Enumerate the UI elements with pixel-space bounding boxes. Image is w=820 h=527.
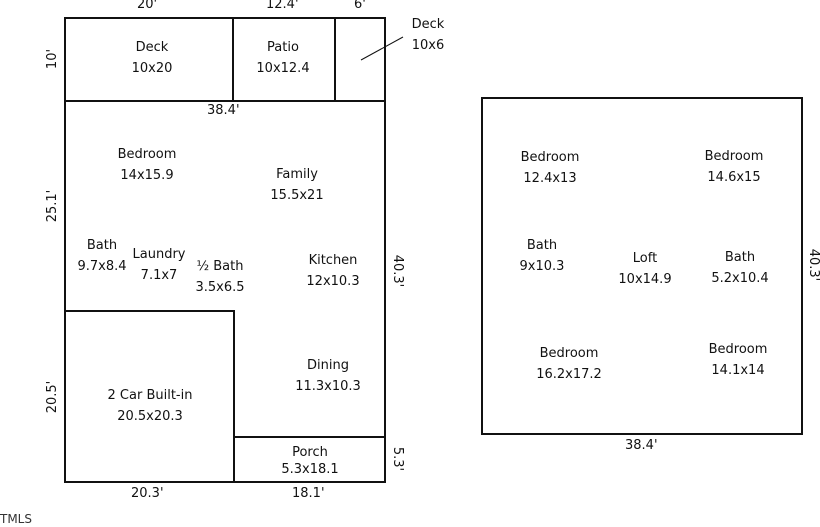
room-bedroom: Bedroom 14x15.9 (118, 144, 177, 186)
room-garage: 2 Car Built-in 20.5x20.3 (108, 385, 193, 427)
room-name: Kitchen (308, 253, 358, 268)
room-name: Bath (86, 238, 118, 253)
deck-pointer-line (360, 36, 404, 61)
main-house-outline (64, 101, 386, 483)
room-size: 9x10.3 (519, 259, 565, 274)
room-family: Family 15.5x21 (270, 164, 323, 206)
room-name: Loft (632, 251, 658, 266)
dim-right-height: 40.3' (390, 254, 405, 288)
dim-top-patio: 12.4' (266, 0, 299, 12)
dim-bottom-garage: 20.3' (131, 486, 164, 501)
room-porch: Porch 5.3x18.1 (281, 444, 338, 478)
garage-wall (65, 310, 235, 482)
room-name: Family (276, 167, 318, 182)
room-size: 10x14.9 (618, 272, 672, 287)
room-size: 7.1x7 (140, 268, 178, 283)
dim-top-side: 6' (354, 0, 366, 12)
mls-watermark: TMLS (0, 512, 32, 526)
room-dining: Dining 11.3x10.3 (295, 355, 361, 397)
room-bedroom-4: Bedroom 14.1x14 (709, 339, 768, 381)
room-size: 11.3x10.3 (295, 379, 361, 394)
room-size: 14.6x15 (707, 170, 761, 185)
room-bedroom-1: Bedroom 12.4x13 (521, 147, 580, 189)
dim-deck-depth: 10' (45, 48, 60, 70)
room-bath-1: Bath 9x10.3 (520, 235, 565, 277)
room-size: 14x15.9 (120, 168, 174, 183)
room-size: 15.5x21 (270, 188, 324, 203)
dim-top-deck: 20' (137, 0, 158, 12)
room-size: 12x10.3 (306, 274, 360, 289)
room-laundry: Laundry 7.1x7 (133, 244, 186, 286)
room-bedroom-3: Bedroom 16.2x17.2 (536, 343, 602, 385)
dim-width-main: 38.4' (207, 103, 240, 118)
room-name: Patio (267, 40, 299, 55)
dim-second-height: 40.3' (806, 248, 820, 282)
room-name: Deck (411, 17, 445, 32)
room-bath: Bath 9.7x8.4 (77, 235, 126, 277)
room-patio: Patio 10x12.4 (256, 37, 309, 79)
room-half-bath: ½ Bath 3.5x6.5 (195, 256, 244, 298)
room-name: Bedroom (704, 149, 764, 164)
room-size: 5.2x10.4 (711, 271, 769, 286)
room-name: Deck (135, 40, 169, 55)
room-size: 12.4x13 (523, 171, 577, 186)
room-name: ½ Bath (196, 259, 244, 274)
dim-left-upper: 25.1' (45, 189, 60, 223)
room-name: Bedroom (117, 147, 177, 162)
room-name: Bath (526, 238, 558, 253)
room-name: Laundry (132, 247, 186, 262)
dim-second-width: 38.4' (625, 438, 658, 453)
dim-porch-depth: 5.3' (390, 446, 405, 472)
room-size: 10x12.4 (256, 61, 310, 76)
room-bedroom-2: Bedroom 14.6x15 (705, 146, 764, 188)
room-loft: Loft 10x14.9 (618, 248, 671, 290)
room-name: Bedroom (539, 346, 599, 361)
room-name: Bedroom (520, 150, 580, 165)
second-floor-outline (481, 97, 803, 435)
room-size: 9.7x8.4 (77, 259, 127, 274)
room-name: Dining (307, 358, 349, 373)
room-name: 2 Car Built-in (107, 388, 193, 403)
room-size: 14.1x14 (711, 363, 765, 378)
deck-strip-outline (64, 17, 386, 102)
room-size: 20.5x20.3 (117, 409, 183, 424)
room-deck-side: Deck 10x6 (412, 14, 445, 56)
room-size: 10x20 (131, 61, 173, 76)
room-kitchen: Kitchen 12x10.3 (306, 250, 359, 292)
room-deck-main: Deck 10x20 (132, 37, 173, 79)
room-name: Bedroom (708, 342, 768, 357)
room-name: Bath (724, 250, 756, 265)
room-size: 10x6 (411, 38, 445, 53)
dim-bottom-porch: 18.1' (292, 486, 325, 501)
room-bath-2: Bath 5.2x10.4 (711, 247, 768, 289)
dim-left-lower: 20.5' (45, 380, 60, 414)
room-size: 16.2x17.2 (536, 367, 602, 382)
room-size: 3.5x6.5 (195, 280, 245, 295)
room-size: 5.3x18.1 (281, 462, 339, 477)
room-name: Porch (292, 445, 328, 460)
